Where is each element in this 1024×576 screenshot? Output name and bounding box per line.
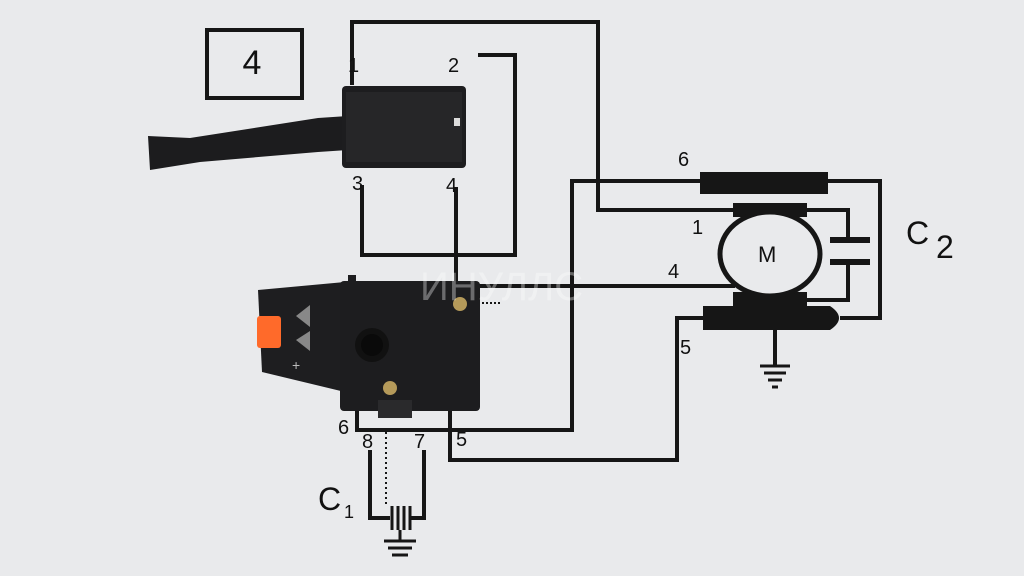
terminal-bottom-8: 8 bbox=[362, 431, 373, 453]
wires bbox=[350, 20, 882, 520]
terminal-bottom-5: 5 bbox=[456, 429, 467, 451]
wire-5 bbox=[448, 316, 703, 462]
reverse-switch-face bbox=[346, 92, 462, 162]
box-label: 4 bbox=[242, 43, 262, 82]
motor-rotor bbox=[717, 209, 823, 299]
terminal-bottom-7: 7 bbox=[414, 431, 425, 453]
trigger-orange-button bbox=[257, 316, 281, 348]
ground-symbol-c1 bbox=[384, 539, 416, 557]
wire-c2-top bbox=[805, 208, 850, 238]
capacitor-c1-subscript: 1 bbox=[344, 502, 354, 522]
svg-text:+: + bbox=[292, 357, 300, 373]
terminal-motor-6: 6 bbox=[678, 149, 689, 171]
terminal-top-1: 1 bbox=[348, 55, 359, 77]
wire-2-3-loop bbox=[360, 53, 517, 257]
reverse-switch bbox=[148, 86, 466, 170]
screw-bottom bbox=[383, 381, 397, 395]
wire-c1-right bbox=[410, 450, 426, 520]
ground-symbol-motor bbox=[760, 364, 790, 389]
terminal-top-2: 2 bbox=[448, 55, 459, 77]
capacitor-c1-letter: C bbox=[318, 481, 341, 517]
screw-top bbox=[453, 297, 467, 311]
stator-bottom bbox=[703, 306, 839, 330]
terminal-motor-1: 1 bbox=[692, 217, 703, 239]
trigger-switch: + bbox=[257, 275, 480, 418]
wire-1 bbox=[350, 20, 735, 212]
capacitor-c2-subscript: 2 bbox=[936, 229, 954, 265]
wire-c1-left bbox=[368, 450, 390, 520]
reverse-switch-lever bbox=[148, 116, 348, 170]
trigger-body bbox=[340, 281, 480, 411]
terminal-motor-5: 5 bbox=[680, 337, 691, 359]
capacitor-c2 bbox=[830, 237, 870, 265]
terminal-top-4: 4 bbox=[446, 175, 457, 197]
wire-6 bbox=[355, 179, 700, 432]
wire-c2-bottom bbox=[805, 262, 850, 302]
capacitor-c2-letter: C bbox=[906, 215, 929, 251]
wire-stator-right bbox=[828, 179, 882, 320]
terminal-bottom-6: 6 bbox=[338, 417, 349, 439]
label-box bbox=[205, 28, 304, 100]
motor bbox=[700, 172, 839, 330]
motor-label: M bbox=[758, 242, 776, 267]
terminal-motor-4: 4 bbox=[668, 261, 679, 283]
stator-top bbox=[700, 172, 828, 194]
watermark: ИНУЛЛС bbox=[420, 265, 583, 309]
capacitor-c1 bbox=[390, 506, 412, 540]
terminal-top-3: 3 bbox=[352, 173, 363, 195]
